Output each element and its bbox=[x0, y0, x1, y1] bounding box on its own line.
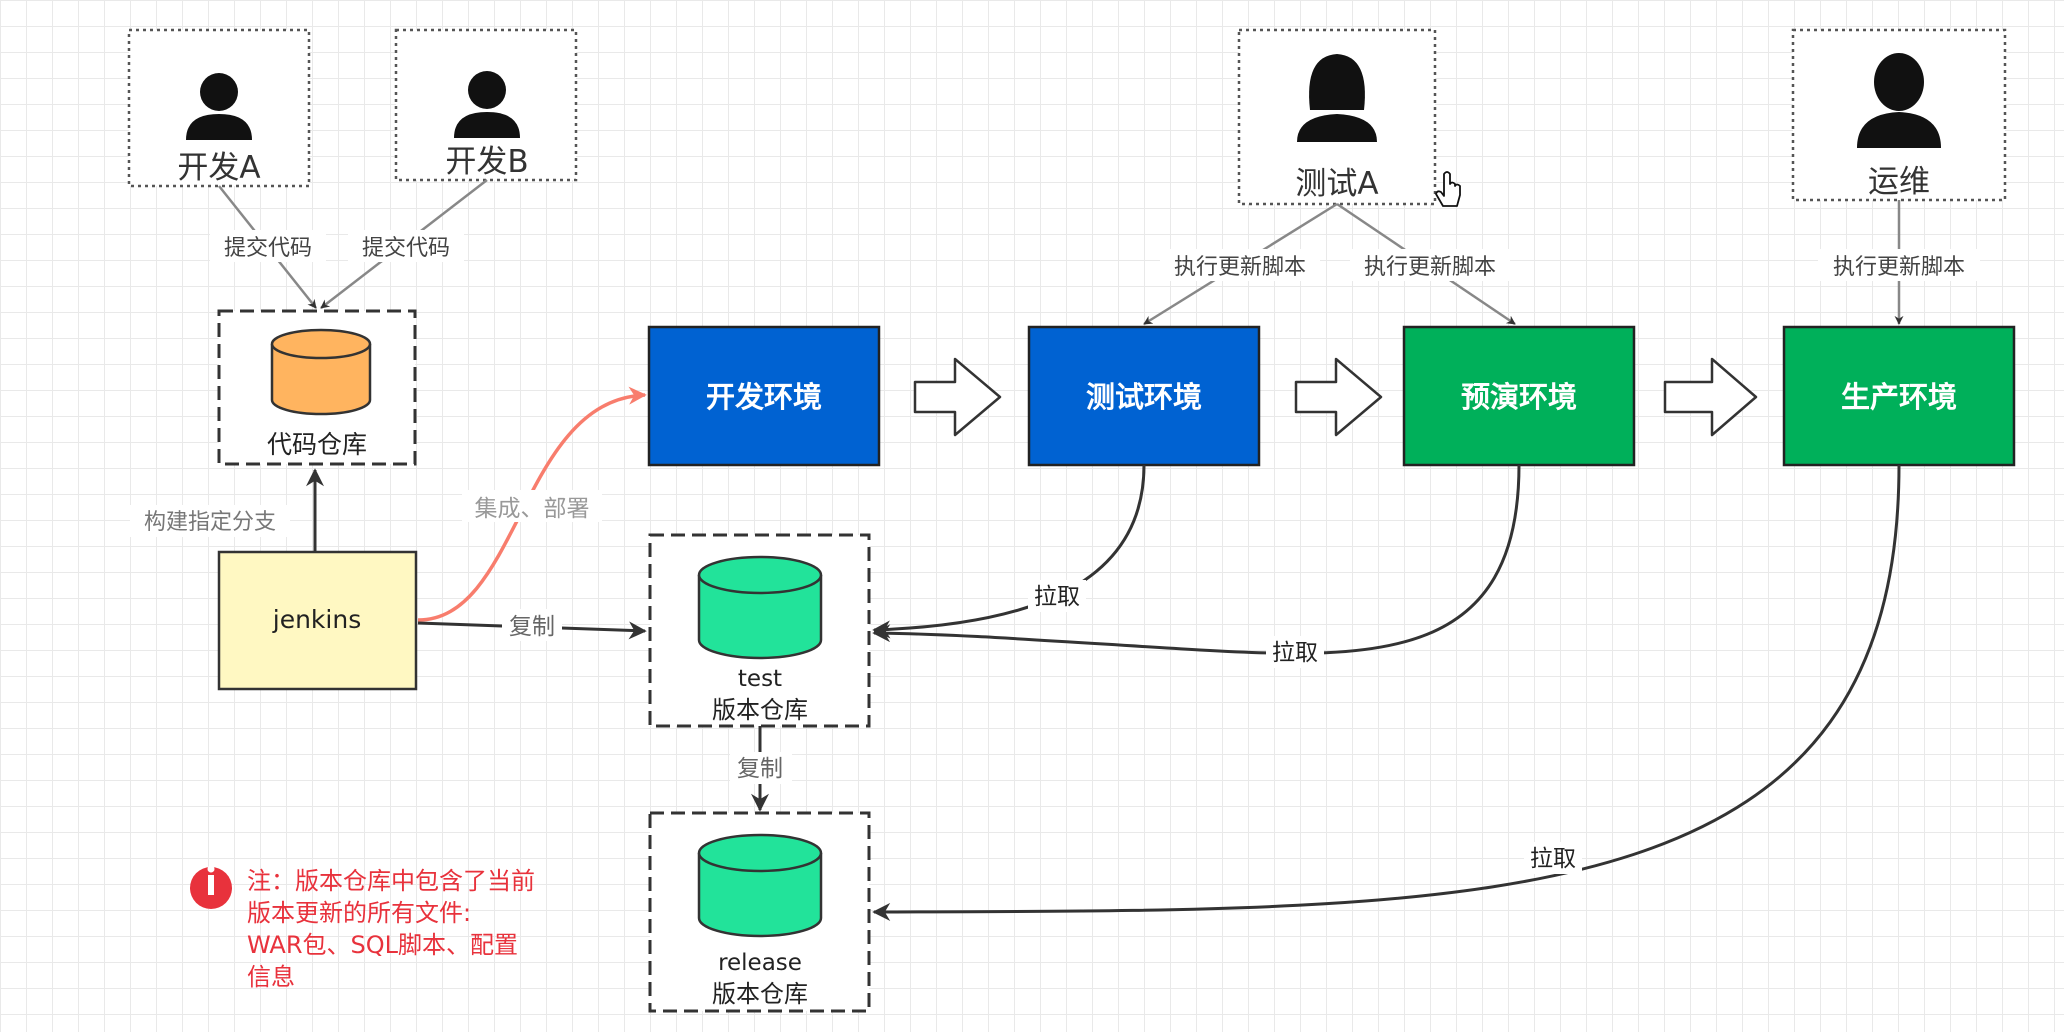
actor-ops[interactable]: 运维 bbox=[1791, 28, 2007, 202]
database-icon bbox=[697, 555, 823, 660]
dev-env-node[interactable]: 开发环境 bbox=[647, 325, 881, 467]
pull-edge bbox=[872, 464, 1146, 639]
commit-edges bbox=[218, 179, 1904, 326]
edge-label-pull: 拉取 bbox=[1034, 584, 1080, 610]
node-label: 版本仓库 bbox=[712, 696, 808, 724]
node-label: 版本仓库 bbox=[712, 980, 808, 1008]
edge-label-exec-update: 执行更新脚本 bbox=[1364, 255, 1496, 280]
person-icon bbox=[1857, 53, 1941, 148]
pull-edge bbox=[872, 464, 1521, 655]
pull-edge bbox=[872, 464, 1901, 921]
block-arrow-icon bbox=[1294, 357, 1383, 437]
hand-cursor-icon bbox=[1435, 171, 1461, 207]
node-label: 代码仓库 bbox=[267, 430, 367, 459]
node-label: jenkins bbox=[272, 605, 361, 634]
database-icon bbox=[697, 833, 823, 938]
info-icon bbox=[190, 865, 232, 909]
test-env-node[interactable]: 测试环境 bbox=[1027, 325, 1261, 467]
actor-label: 运维 bbox=[1868, 164, 1930, 200]
edge-label-exec-update: 执行更新脚本 bbox=[1174, 255, 1306, 280]
edge-label-commit-b: 提交代码 bbox=[362, 236, 450, 261]
actor-dev-b[interactable]: 开发B bbox=[394, 28, 578, 182]
person-icon bbox=[454, 71, 520, 138]
block-arrow-icon bbox=[1663, 357, 1758, 437]
note-line: 注：版本仓库中包含了当前 bbox=[247, 867, 535, 895]
database-icon bbox=[270, 328, 372, 416]
jenkins-node[interactable]: jenkins bbox=[217, 550, 418, 691]
actor-label: 开发A bbox=[177, 150, 260, 186]
node-label: 测试环境 bbox=[1086, 380, 1202, 414]
person-icon bbox=[186, 73, 252, 140]
person-female-icon bbox=[1297, 54, 1377, 142]
edge-label-copy: 复制 bbox=[737, 756, 783, 782]
actor-tester-a[interactable]: 测试A bbox=[1237, 28, 1437, 206]
actor-label: 测试A bbox=[1295, 166, 1378, 202]
note-line: WAR包、SQL脚本、配置 bbox=[247, 931, 518, 959]
note-line: 版本更新的所有文件: bbox=[247, 899, 471, 927]
test-repo-node[interactable]: test 版本仓库 bbox=[648, 533, 871, 728]
actor-label: 开发B bbox=[445, 144, 528, 180]
block-arrow-icon bbox=[913, 357, 1002, 437]
edge-label-exec-update: 执行更新脚本 bbox=[1833, 255, 1965, 280]
node-label: 开发环境 bbox=[706, 380, 822, 414]
note: 注：版本仓库中包含了当前 版本更新的所有文件: WAR包、SQL脚本、配置 信息 bbox=[190, 865, 535, 991]
repo-name: release bbox=[718, 950, 802, 976]
repo-name: test bbox=[738, 666, 782, 692]
code-repo-node[interactable]: 代码仓库 bbox=[217, 309, 417, 466]
prod-env-node[interactable]: 生产环境 bbox=[1782, 325, 2016, 467]
node-label: 生产环境 bbox=[1841, 380, 1957, 414]
edge-label-integrate-deploy: 集成、部署 bbox=[475, 496, 590, 522]
edge-label-build-branch: 构建指定分支 bbox=[144, 510, 276, 535]
edge-label-pull: 拉取 bbox=[1272, 640, 1318, 666]
actor-dev-a[interactable]: 开发A bbox=[127, 28, 311, 188]
release-repo-node[interactable]: release 版本仓库 bbox=[648, 811, 871, 1013]
node-label: 预演环境 bbox=[1461, 380, 1577, 414]
edge-label-copy: 复制 bbox=[509, 614, 555, 640]
staging-env-node[interactable]: 预演环境 bbox=[1402, 325, 1636, 467]
edge-label-commit-a: 提交代码 bbox=[224, 236, 312, 261]
edge-label-pull: 拉取 bbox=[1530, 846, 1576, 872]
note-line: 信息 bbox=[247, 963, 295, 991]
